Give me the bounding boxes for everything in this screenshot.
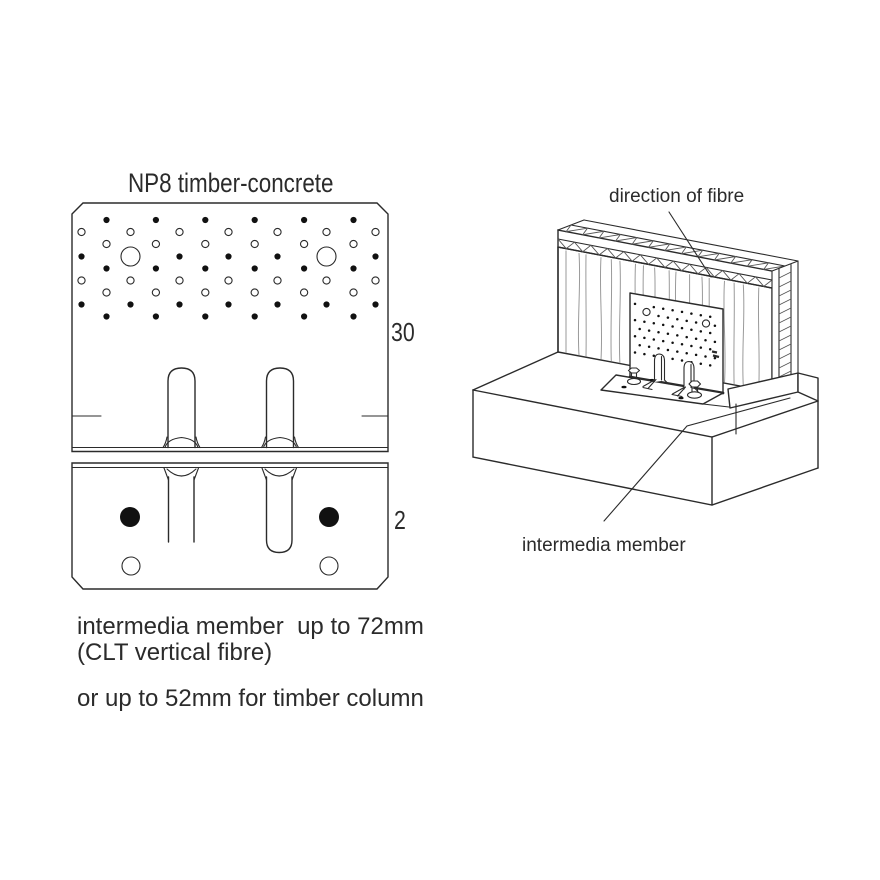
note-line-3: or up to 52mm for timber column bbox=[77, 685, 424, 712]
concrete-base bbox=[472, 351, 819, 506]
flange-underside-view bbox=[71, 462, 389, 590]
anchor-hole-filled-left bbox=[120, 507, 140, 527]
label-direction-of-fibre: direction of fibre bbox=[609, 186, 745, 207]
nail-hole-grid bbox=[77, 216, 380, 320]
intermediate-member-block bbox=[727, 372, 819, 409]
isometric-view bbox=[472, 211, 819, 522]
plate-bolt-hole-right bbox=[701, 319, 711, 328]
plate-face-view bbox=[71, 202, 389, 453]
prong-left bbox=[162, 367, 201, 449]
flange-outline bbox=[71, 462, 389, 590]
note-line-1: intermedia member up to 72mm bbox=[77, 613, 424, 640]
anchor-bolt-left bbox=[626, 367, 642, 386]
anchor-hole-filled-right bbox=[319, 507, 339, 527]
dimension-flange: 2 bbox=[394, 505, 406, 535]
anchor-bolt-right bbox=[686, 380, 703, 399]
prong-3d-left bbox=[642, 353, 670, 391]
clt-top-edge-layers bbox=[557, 219, 799, 289]
plate-bolt-hole-left bbox=[642, 307, 651, 317]
cross-layer-zigzag-hatch bbox=[557, 224, 786, 288]
prong-slot-left bbox=[163, 467, 200, 543]
connector-plate-3d bbox=[628, 292, 725, 395]
left-view-title: NP8 timber-concrete bbox=[128, 168, 334, 198]
maker-stamp bbox=[711, 350, 720, 359]
anchor-hole-open-right bbox=[319, 556, 339, 576]
label-intermedia-member: intermedia member bbox=[522, 535, 686, 556]
plate-outline bbox=[71, 202, 389, 453]
prong-slot-right bbox=[261, 467, 298, 554]
prong-right bbox=[260, 367, 300, 449]
clt-panel-end-face bbox=[771, 260, 799, 393]
note-line-2: (CLT vertical fibre) bbox=[77, 639, 273, 666]
dimension-plate-height: 30 bbox=[391, 317, 415, 347]
leader-intermedia-member bbox=[603, 397, 791, 522]
anchor-hole-open-left bbox=[121, 556, 141, 576]
end-grain-hatch bbox=[778, 271, 792, 378]
leader-direction-of-fibre bbox=[668, 211, 712, 278]
